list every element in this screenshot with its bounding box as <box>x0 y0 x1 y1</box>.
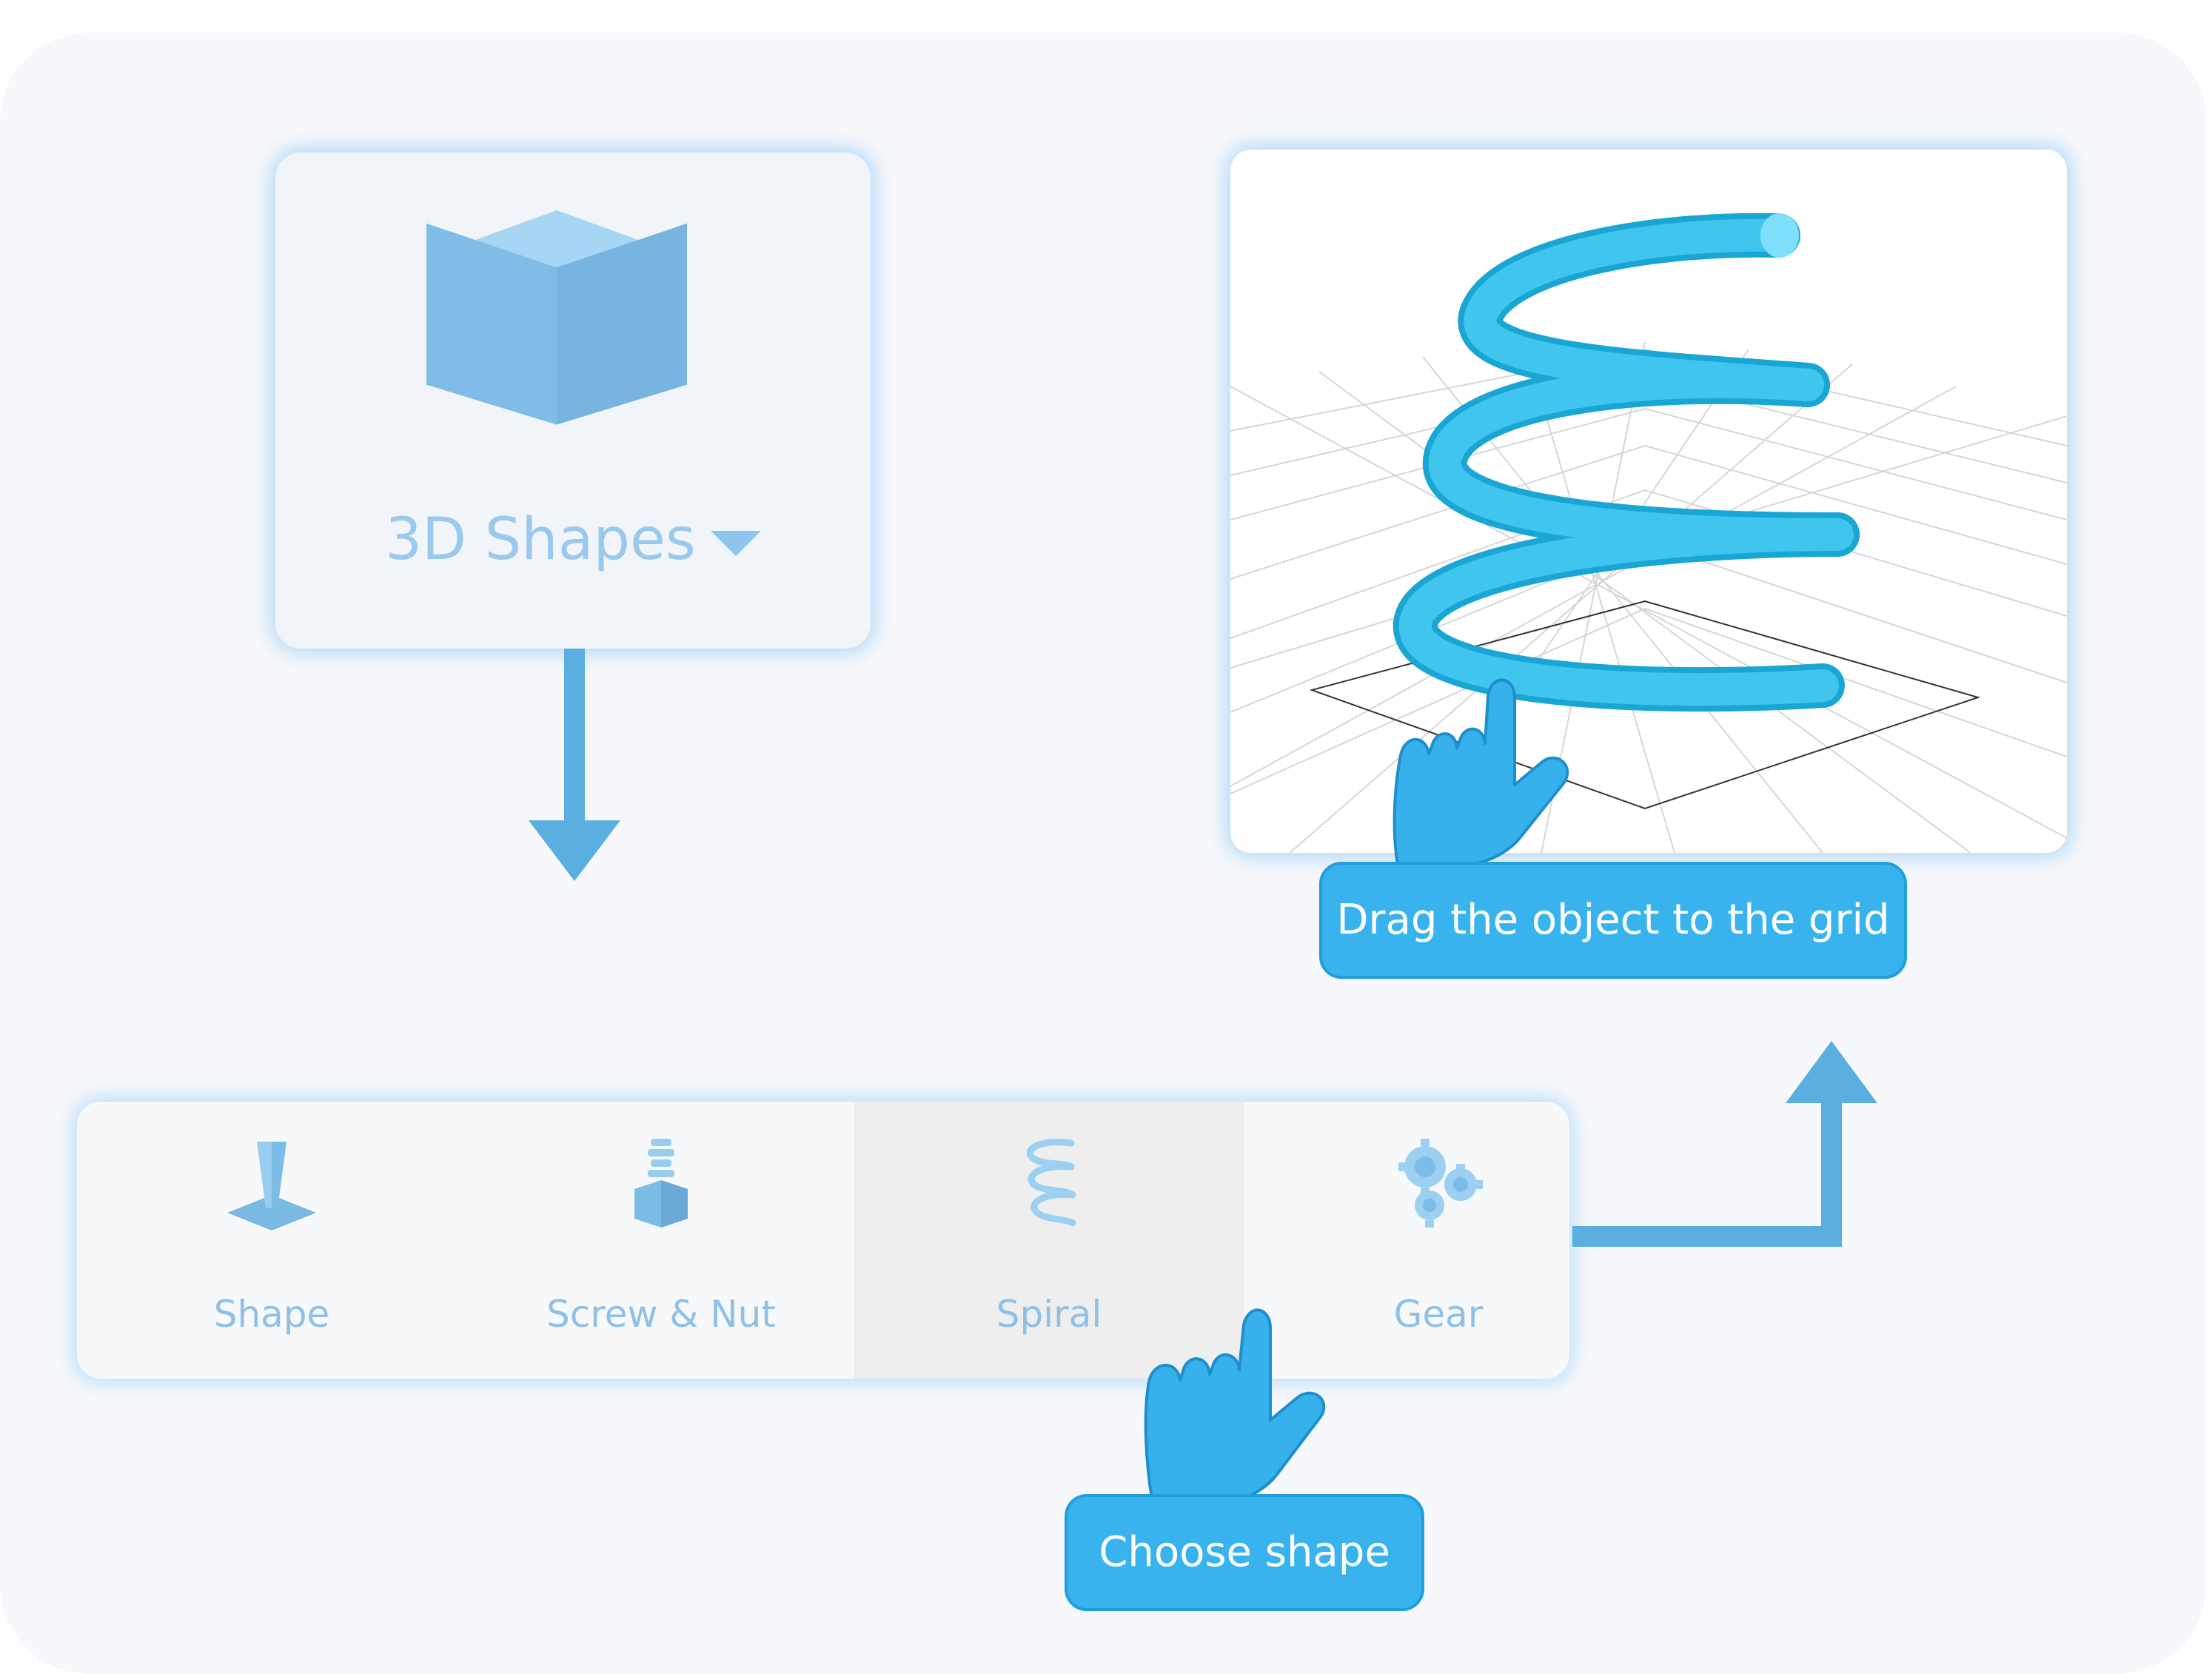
build-grid <box>1230 212 2067 853</box>
spiral-object[interactable] <box>1392 212 1860 712</box>
shape-toolbar: Shape Screw & Nut <box>77 1102 1569 1379</box>
tool-gear-label: Gear <box>1393 1293 1484 1336</box>
3d-viewport[interactable] <box>1230 150 2067 853</box>
gear-icon <box>1398 1139 1483 1228</box>
screw-nut-icon <box>634 1139 688 1228</box>
triangle-down-icon <box>710 530 761 556</box>
shape-icon <box>227 1142 316 1231</box>
arrow-up-right-icon <box>1572 1041 1877 1247</box>
tool-spiral[interactable]: Spiral <box>854 1102 1244 1379</box>
tool-shape[interactable]: Shape <box>77 1102 466 1379</box>
drag-instruction-callout: Drag the object to the grid <box>1319 862 1907 979</box>
cube-icon <box>426 210 687 425</box>
spiral-icon <box>1026 1139 1076 1227</box>
tool-screw-nut[interactable]: Screw & Nut <box>466 1102 856 1379</box>
choose-shape-callout: Choose shape <box>1065 1494 1424 1611</box>
arrow-down-icon <box>529 649 620 881</box>
3d-shapes-text: 3D Shapes <box>385 506 696 573</box>
tool-screw-nut-label: Screw & Nut <box>546 1293 776 1336</box>
tool-shape-label: Shape <box>213 1293 330 1336</box>
pointer-hand-icon <box>1392 678 1569 866</box>
tool-gear[interactable]: Gear <box>1244 1102 1569 1379</box>
3d-shapes-button[interactable]: 3D Shapes <box>275 153 871 649</box>
3d-shapes-label: 3D Shapes <box>275 506 871 573</box>
tool-spiral-label: Spiral <box>996 1293 1102 1336</box>
pointer-hand-icon <box>1144 1308 1326 1504</box>
